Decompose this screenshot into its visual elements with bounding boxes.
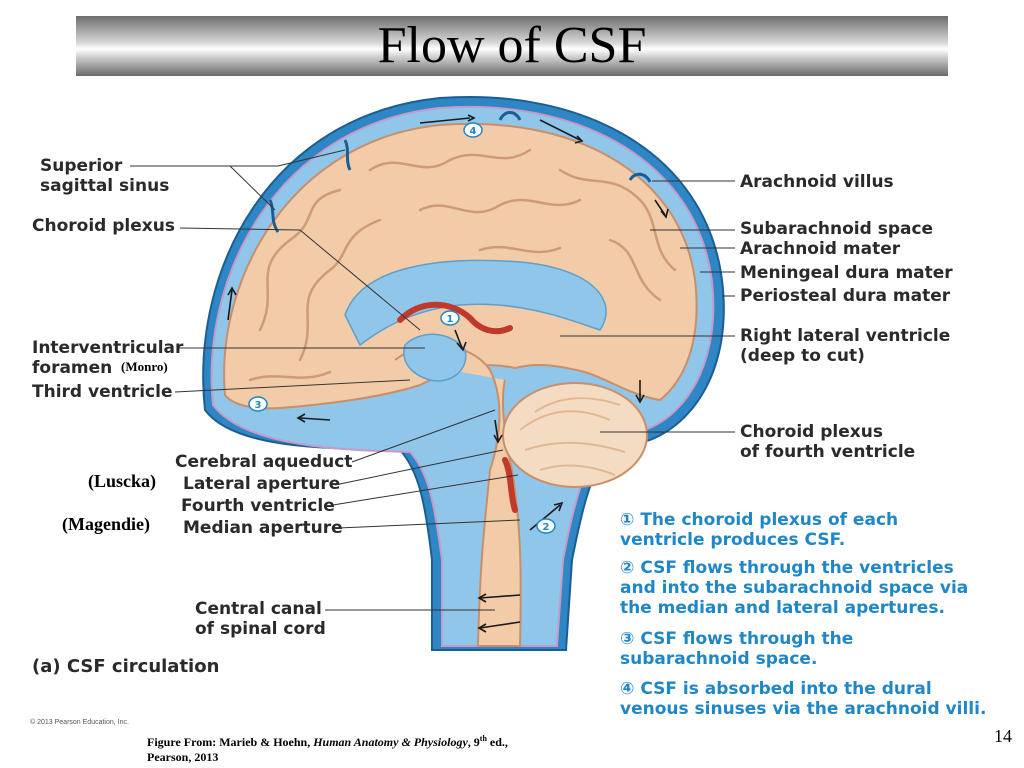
label-interventricular-foramen: Interventricular foramen [32,338,183,378]
step-2-line1: CSF flows through the ventricles [640,558,954,578]
label-interventricular-line1: Interventricular [32,338,184,358]
label-right-lateral-ventricle-line2: (deep to cut) [740,346,865,366]
step-marker-2-label: 2 [543,522,550,533]
step-3-line1: CSF flows through the [640,629,854,649]
label-choroid-plexus-fourth-line2: of fourth ventricle [740,442,916,462]
label-median-aperture: Median aperture [183,518,343,538]
title-bar: Flow of CSF [76,16,948,76]
cerebellum-folia [519,397,626,476]
label-magendie: (Magendie) [62,514,150,534]
citation-prefix: Figure From: Marieb & Hoehn, [147,735,314,749]
page-number: 14 [994,726,1012,746]
label-arachnoid-mater: Arachnoid mater [740,239,901,259]
copyright-notice: © 2013 Pearson Education, Inc. [30,719,129,726]
leader-lines [130,149,735,611]
label-meningeal-dura-mater: Meningeal dura mater [740,263,953,283]
label-central-canal-line1: Central canal [195,599,322,619]
label-superior-sagittal-sinus-line1: Superior [40,156,123,176]
step-1-number: ① [620,510,635,530]
step-4-number: ④ [620,679,635,699]
citation-book-title: Human Anatomy & Physiology [313,735,468,749]
lateral-ventricle [344,259,607,347]
page-title: Flow of CSF [377,17,647,74]
figure-caption: (a) CSF circulation [32,656,220,677]
label-choroid-plexus-fourth-line1: Choroid plexus [740,422,883,442]
label-subarachnoid-space: Subarachnoid space [740,219,934,239]
step-2-line3: the median and lateral apertures. [620,598,945,618]
step-marker-1-label: 1 [447,314,454,325]
label-luscka: (Luscka) [88,471,157,491]
step-3-number: ③ [620,629,635,649]
step-4-line2: venous sinuses via the arachnoid villi. [620,699,987,719]
step-marker-2: 2 [536,518,556,534]
label-superior-sagittal-sinus: Superior sagittal sinus [40,156,169,196]
label-arachnoid-villus: Arachnoid villus [740,172,894,192]
label-choroid-plexus-fourth: Choroid plexus of fourth ventricle [740,422,915,462]
label-cerebral-aqueduct: Cerebral aqueduct [175,452,353,472]
label-right-lateral-ventricle: Right lateral ventricle (deep to cut) [740,326,950,366]
third-ventricle [403,333,467,382]
step-marker-1: 1 [440,310,460,326]
step-1-line1: The choroid plexus of each [640,510,899,530]
citation-edition: , 9 [467,735,480,749]
arachnoid-villi [268,111,652,233]
choroid-plexus-fourth-red [502,457,518,513]
label-fourth-ventricle: Fourth ventricle [181,496,335,516]
label-third-ventricle: Third ventricle [32,382,173,402]
step-marker-4-label: 4 [470,126,477,137]
step-2: ② CSF flows through the ventricles and i… [620,558,968,618]
step-3: ③ CSF flows through the subarachnoid spa… [620,629,853,669]
label-monro: (Monro) [121,359,168,374]
gyri-lines [248,148,677,382]
figure-citation: Figure From: Marieb & Hoehn, Human Anato… [147,731,508,765]
choroid-plexus-red [397,301,513,335]
label-right-lateral-ventricle-line1: Right lateral ventricle [740,326,951,346]
step-1-line2: ventricle produces CSF. [620,530,846,550]
step-marker-3-label: 3 [255,400,262,411]
step-2-number: ② [620,558,635,578]
step-2-line2: and into the subarachnoid space via [620,578,969,598]
step-3-line2: subarachnoid space. [620,649,818,669]
label-interventricular-line2: foramen [32,358,113,378]
step-marker-4: 4 [463,122,483,138]
label-choroid-plexus: Choroid plexus [32,216,175,236]
label-superior-sagittal-sinus-line2: sagittal sinus [40,176,170,196]
citation-edition-suffix: ed., [486,735,508,749]
step-4-line1: CSF is absorbed into the dural [640,679,932,699]
brainstem [394,345,522,647]
label-central-canal-line2: of spinal cord [195,619,326,639]
step-marker-3: 3 [248,396,268,412]
label-central-canal: Central canal of spinal cord [195,599,326,639]
label-periosteal-dura-mater: Periosteal dura mater [740,286,951,306]
step-1: ① The choroid plexus of each ventricle p… [620,510,898,550]
flow-arrows [227,114,669,633]
label-lateral-aperture: Lateral aperture [183,474,341,494]
citation-edition-sup: th [479,734,487,743]
citation-publisher: Pearson, 2013 [147,750,219,764]
step-4: ④ CSF is absorbed into the dural venous … [620,679,986,719]
